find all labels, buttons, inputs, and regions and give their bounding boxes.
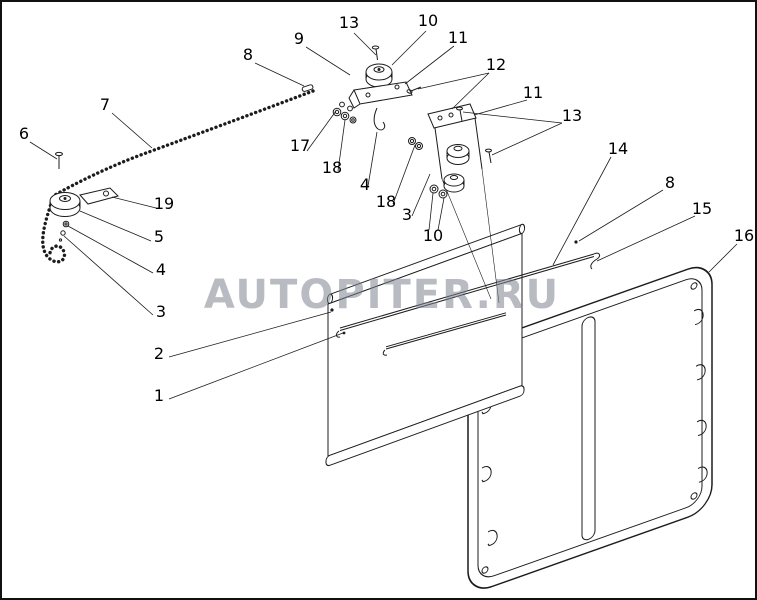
tension-rods <box>336 168 601 356</box>
leader-lines <box>29 30 738 400</box>
left-pulley-assembly <box>49 151 119 242</box>
right-bracket-assembly <box>406 86 492 199</box>
chain-cord <box>41 89 315 264</box>
top-roller-bracket-assembly <box>301 45 413 131</box>
